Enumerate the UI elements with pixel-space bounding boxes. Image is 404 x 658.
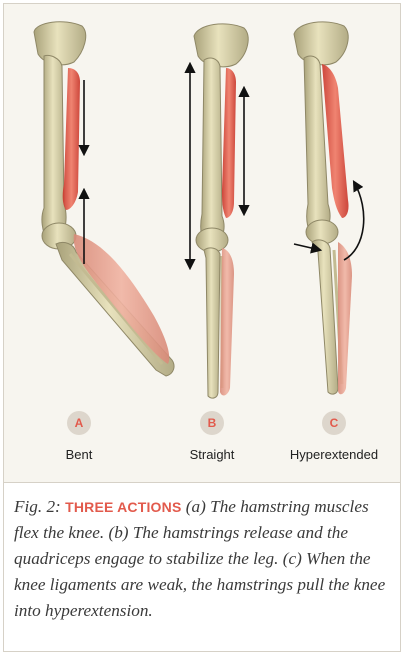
panel-b-badge: B [200,411,224,435]
caption-figure-number: Fig. 2: [14,497,61,516]
caption-divider [4,482,400,483]
figure-caption: Fig. 2: THREE ACTIONS (a) The hamstring … [14,494,386,624]
panel-a-label: Bent [65,447,93,462]
caption-title: THREE ACTIONS [65,499,182,515]
leg-illustration [33,21,365,399]
panel-c-label: Hyperextended [289,447,379,462]
panel-c-badge: C [322,411,346,435]
panel-a-badge: A [67,411,91,435]
caption-text-c: (c) When the knee ligaments are weak, th… [14,549,386,620]
panel-b-leg [184,23,250,399]
caption-text-a: (a) The hamstring muscles flex the knee. [14,497,369,542]
figure: A Bent B Straight C Hyperextended Fig. 2… [3,3,401,652]
panel-a-leg [33,21,175,377]
panel-b-label: Straight [189,447,235,462]
illustration-area: A Bent B Straight C Hyperextended [4,4,400,482]
caption-text-b: (b) The hamstrings release and the quadr… [14,523,348,568]
panel-c-leg [293,21,365,395]
